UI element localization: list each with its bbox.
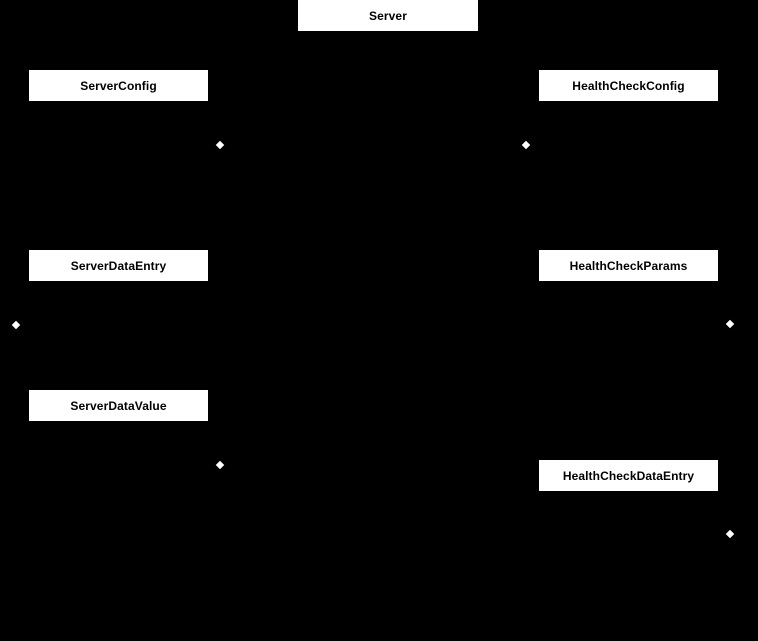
class-node-server-data-entry[interactable]: ServerDataEntry bbox=[29, 250, 208, 281]
edge-diamond-icon-marker-params-to-health-check-data-entry bbox=[725, 529, 735, 539]
class-node-health-check-data-entry[interactable]: HealthCheckDataEntry bbox=[539, 460, 718, 491]
edge-diamond-icon-marker-server-to-server-config bbox=[215, 140, 225, 150]
class-node-server-config[interactable]: ServerConfig bbox=[29, 70, 208, 101]
class-node-label: ServerDataValue bbox=[70, 398, 167, 413]
edge-diamond-icon-marker-health-check-config-to-params bbox=[725, 319, 735, 329]
edge-diamond-icon-marker-server-config-to-data-entry bbox=[11, 320, 21, 330]
class-node-label: HealthCheckConfig bbox=[572, 78, 685, 93]
class-node-label: HealthCheckDataEntry bbox=[562, 468, 695, 483]
class-node-health-check-config[interactable]: HealthCheckConfig bbox=[539, 70, 718, 101]
class-node-label: ServerConfig bbox=[80, 78, 157, 93]
class-node-label: Server bbox=[369, 8, 407, 23]
class-node-label: ServerDataEntry bbox=[70, 258, 167, 273]
class-node-server[interactable]: Server bbox=[298, 0, 478, 31]
class-node-health-check-params[interactable]: HealthCheckParams bbox=[539, 250, 718, 281]
class-node-label: HealthCheckParams bbox=[569, 258, 688, 273]
edge-diamond-icon-marker-data-entry-to-data-value bbox=[215, 460, 225, 470]
edge-diamond-icon-marker-server-to-health-check-config bbox=[521, 140, 531, 150]
class-node-server-data-value[interactable]: ServerDataValue bbox=[29, 390, 208, 421]
